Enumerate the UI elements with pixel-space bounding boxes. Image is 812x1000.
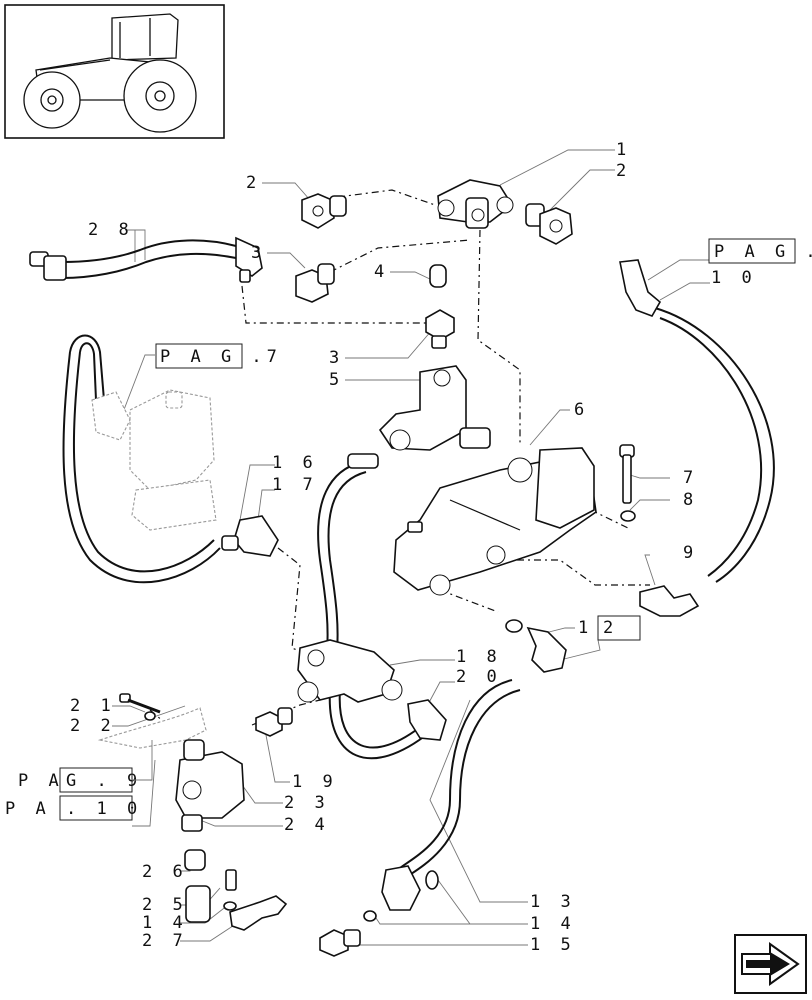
pag7-mid-text: P A G .7 <box>160 347 282 367</box>
page-reference-pag9[interactable]: P A G . 9 <box>18 767 142 793</box>
part-10-fitting <box>619 259 662 317</box>
part-21-22-bolt <box>119 693 161 721</box>
part-14-washer-left <box>223 901 237 911</box>
part-4-cap <box>429 264 447 288</box>
callout-14-right: 1 4 <box>530 914 576 934</box>
callout-23: 2 3 <box>284 793 330 813</box>
callout-13: 1 3 <box>530 892 576 912</box>
page-reference-11-12[interactable]: 2 <box>597 615 641 641</box>
callout-4: 4 <box>374 262 389 282</box>
callout-5: 5 <box>329 370 344 390</box>
callout-17: 1 7 <box>272 475 318 495</box>
callout-12: 2 <box>603 618 618 638</box>
part-28-hose-fittings <box>29 236 263 283</box>
callout-9: 9 <box>683 543 698 563</box>
part-2-plug-right <box>525 203 573 245</box>
page-reference-pag7-mid[interactable]: P A G .7 <box>155 343 282 369</box>
pag9-box-text: G . 9 <box>66 771 142 791</box>
callout-28: 2 8 <box>88 220 134 240</box>
page-reference-pag7-top[interactable]: P A G .7 <box>708 238 812 264</box>
part-3-plug-upper <box>295 263 335 303</box>
part-14-15-bolt <box>319 910 377 957</box>
next-page-arrow-button[interactable] <box>734 934 807 994</box>
callout-3-lower: 3 <box>329 348 344 368</box>
part-11-washer <box>505 619 523 633</box>
part-26-plug <box>184 849 206 871</box>
callout-3-upper: 3 <box>251 243 266 263</box>
callout-27: 2 7 <box>142 931 188 951</box>
part-1-tee-fitting <box>437 179 514 229</box>
tractor-icon <box>23 13 197 133</box>
callout-10: 1 0 <box>711 268 757 288</box>
part-23-24-valve <box>175 739 245 832</box>
callout-2-right: 2 <box>616 161 631 181</box>
part-19-union <box>255 707 293 737</box>
callout-21: 2 1 <box>70 696 116 716</box>
part-20-elbow <box>407 699 447 741</box>
callout-26: 2 6 <box>142 862 188 882</box>
tractor-thumbnail <box>4 4 225 139</box>
callout-14-left: 1 4 <box>142 913 188 933</box>
pag9-prefix: P A <box>18 771 64 791</box>
page-reference-pag10[interactable]: P A G . 1 0 <box>5 795 142 821</box>
callout-22: 2 2 <box>70 716 116 736</box>
callout-1: 1 <box>616 140 631 160</box>
callout-7: 7 <box>683 468 698 488</box>
part-12-elbow <box>526 626 567 673</box>
part-solenoid-valve-faint <box>91 389 217 531</box>
part-18-cross-tee <box>297 639 403 703</box>
pag9-leader <box>132 740 153 781</box>
callout-15: 1 5 <box>530 935 576 955</box>
next-page-arrow-icon <box>741 942 800 986</box>
pag10-box-text: . 1 0 <box>66 799 142 819</box>
callout-16: 1 6 <box>272 453 318 473</box>
part-7-bolt <box>619 444 635 504</box>
callout-18: 1 8 <box>456 647 502 667</box>
part-8-washer <box>620 510 636 522</box>
callout-6: 6 <box>574 400 589 420</box>
pag7-top-text: P A G .7 <box>714 242 812 262</box>
part-5-tee-block <box>347 365 491 469</box>
part-valve-bracket-faint <box>97 707 207 749</box>
callout-24: 2 4 <box>284 815 330 835</box>
hoses <box>61 239 775 877</box>
part-25-cap <box>185 885 211 923</box>
part-2-plug <box>301 193 347 229</box>
callout-2-left: 2 <box>246 173 261 193</box>
callout-8: 8 <box>683 490 698 510</box>
part-3-fitting-lower <box>425 309 455 349</box>
pag10-prefix: P A G <box>5 799 81 819</box>
callout-25: 2 5 <box>142 895 188 915</box>
part-6-valve-body <box>393 447 597 596</box>
callout-20: 2 0 <box>456 667 502 687</box>
part-13-banjo <box>381 865 439 911</box>
part-27-fitting <box>225 869 288 931</box>
callout-19: 1 9 <box>292 772 338 792</box>
part-9-elbow <box>639 585 700 617</box>
pag10-leader <box>132 759 156 827</box>
part-16-17-elbow <box>221 515 279 557</box>
